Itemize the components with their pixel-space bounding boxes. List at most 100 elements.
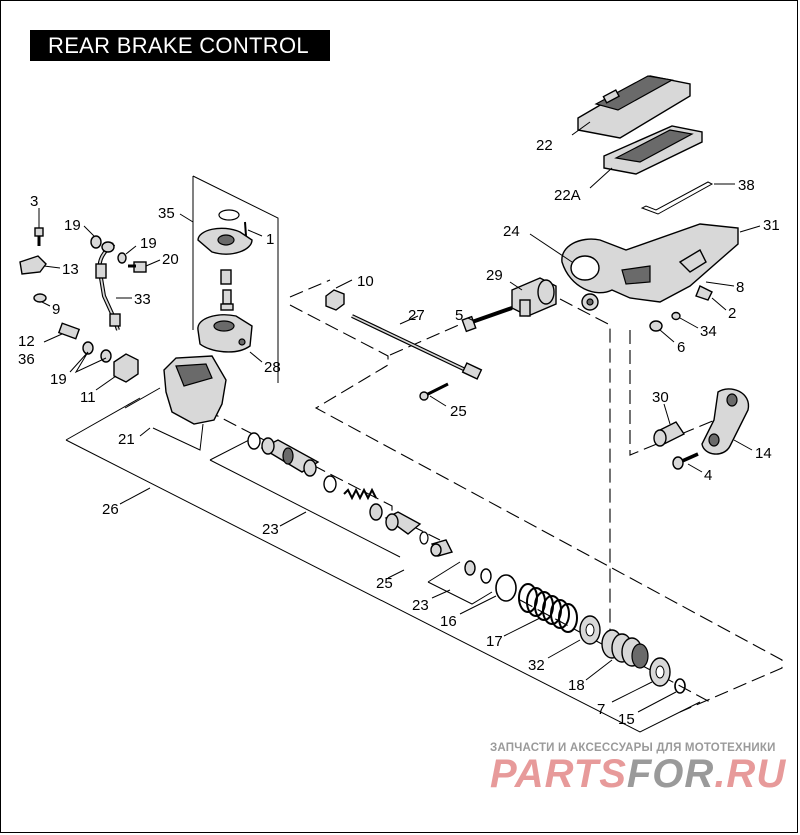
part-24-brake-pedal bbox=[561, 223, 739, 311]
leader-6 bbox=[659, 329, 675, 343]
part-o-ring-3 bbox=[419, 531, 429, 545]
part-inner-piston bbox=[384, 511, 422, 535]
group-27-top bbox=[65, 397, 141, 441]
part-21-master-cylinder bbox=[163, 355, 227, 425]
part-11-nut bbox=[113, 353, 139, 383]
leader-27 bbox=[119, 487, 151, 505]
callout-27: 26 bbox=[102, 501, 119, 518]
leader-9 bbox=[41, 301, 51, 307]
leader-1 bbox=[247, 229, 263, 237]
callout-19-c: 19 bbox=[50, 371, 67, 388]
leader-31 bbox=[663, 403, 671, 425]
leader-8 bbox=[705, 281, 735, 287]
watermark-logo-part3: .RU bbox=[714, 752, 787, 796]
callout-16: 16 bbox=[440, 613, 457, 630]
part-28-push-rod bbox=[351, 314, 483, 380]
leader-36 bbox=[679, 317, 699, 329]
leader-4 bbox=[687, 463, 703, 473]
dash-axis-7 bbox=[389, 319, 471, 356]
part-22-pedal-pad bbox=[577, 75, 691, 139]
part-9-washer bbox=[33, 293, 47, 303]
watermark-caption: ЗАПЧАСТИ И АКСЕССУАРЫ ДЛЯ МОТОТЕХНИКИ bbox=[490, 742, 776, 754]
leader-26 bbox=[429, 395, 447, 407]
group-23-lower-b bbox=[427, 581, 493, 605]
dash-axis-6 bbox=[629, 330, 721, 456]
callout-15: 15 bbox=[618, 711, 635, 728]
callout-26: 25 bbox=[450, 403, 467, 420]
callout-13: 13 bbox=[62, 261, 79, 278]
callout-35: 35 bbox=[158, 205, 175, 222]
callout-3: 3 bbox=[30, 193, 38, 210]
dash-axis-2 bbox=[289, 304, 783, 713]
leader-7 bbox=[611, 681, 653, 703]
callout-37: 36 bbox=[18, 351, 35, 368]
part-35-reservoir-cover bbox=[197, 227, 253, 255]
part-small-spring bbox=[343, 487, 377, 501]
part-34-brake-line bbox=[95, 241, 121, 331]
leader-28 bbox=[399, 315, 419, 325]
leader-35 bbox=[179, 213, 194, 223]
leader-lines bbox=[38, 121, 761, 713]
callout-18: 18 bbox=[568, 677, 585, 694]
part-23-ring-lower bbox=[480, 568, 492, 584]
leader-14 bbox=[733, 439, 753, 451]
part-25-push-piece bbox=[430, 539, 454, 557]
part-23-piston-upper bbox=[260, 437, 320, 477]
callout-10: 10 bbox=[357, 273, 374, 290]
callout-22: 22 bbox=[536, 137, 553, 154]
part-22a-pad-insert bbox=[603, 125, 703, 175]
callout-12: 12 bbox=[18, 333, 35, 350]
callout-25: 25 bbox=[376, 575, 393, 592]
dash-axis-1 bbox=[289, 279, 331, 298]
part-4-screw bbox=[672, 452, 699, 470]
callout-36: 34 bbox=[700, 323, 717, 340]
leader-17 bbox=[503, 617, 541, 637]
part-13-clamp bbox=[19, 255, 47, 275]
leader-21 bbox=[139, 427, 151, 437]
leader-18 bbox=[585, 659, 613, 681]
group-23-lower-a bbox=[427, 561, 461, 583]
callout-4: 4 bbox=[704, 467, 712, 484]
part-31-spacer bbox=[653, 421, 686, 447]
part-6-nut bbox=[649, 320, 663, 332]
group-21-b bbox=[152, 423, 204, 451]
callout-2: 2 bbox=[728, 305, 736, 322]
callout-8: 8 bbox=[736, 279, 744, 296]
part-19-washer-d bbox=[100, 349, 112, 363]
callout-32: 31 bbox=[763, 217, 780, 234]
callout-6: 6 bbox=[677, 339, 685, 356]
callout-38: 38 bbox=[738, 177, 755, 194]
callout-11: 11 bbox=[80, 389, 96, 406]
part-o-ring-2 bbox=[323, 475, 337, 493]
part-10-nut bbox=[325, 289, 345, 311]
part-2-screw bbox=[695, 285, 713, 301]
part-seal-1 bbox=[369, 503, 383, 521]
callout-14: 14 bbox=[755, 445, 772, 462]
leader-29 bbox=[249, 351, 263, 363]
part-3-bolt bbox=[34, 227, 44, 246]
leader-15 bbox=[637, 691, 677, 713]
part-18-boot bbox=[601, 629, 649, 669]
leader-19c bbox=[69, 351, 107, 374]
part-17-spring bbox=[518, 583, 578, 633]
group-21-a bbox=[124, 387, 161, 409]
part-38-pin bbox=[640, 181, 714, 215]
part-5-bolt bbox=[461, 306, 513, 333]
leader-25 bbox=[387, 569, 405, 579]
leader-12 bbox=[43, 333, 63, 343]
part-33-washer bbox=[579, 615, 601, 645]
leader-22 bbox=[571, 121, 591, 136]
part-35-internals bbox=[220, 269, 234, 311]
callout-29: 28 bbox=[264, 359, 281, 376]
leader-24 bbox=[529, 233, 573, 263]
callout-labels: 22 22A 38 24 31 29 8 2 34 6 5 10 27 25 3… bbox=[18, 137, 780, 728]
part-29-reservoir bbox=[197, 314, 253, 353]
watermark-logo: PARTSFOR.RU bbox=[490, 752, 786, 797]
watermark-logo-part2: FOR bbox=[626, 752, 715, 796]
leader-33 bbox=[547, 639, 581, 659]
callout-34: 33 bbox=[134, 291, 151, 308]
callout-24: 24 bbox=[503, 223, 520, 240]
group-35-bracket bbox=[192, 175, 279, 383]
callout-19-a: 19 bbox=[64, 217, 81, 234]
part-1-screw bbox=[244, 221, 247, 237]
